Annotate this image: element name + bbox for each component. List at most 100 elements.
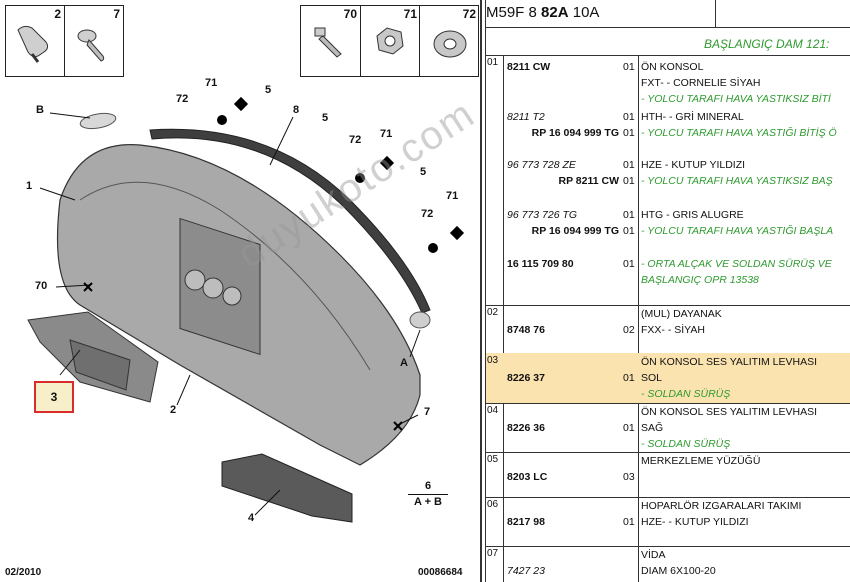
assembly-reference: 6 A + B <box>408 480 448 508</box>
part-quantity: 01 <box>623 422 635 434</box>
part-reference[interactable]: 16 115 709 80 <box>507 258 574 270</box>
part-description: (MUL) DAYANAK <box>641 308 722 320</box>
part-quantity: 01 <box>623 111 635 123</box>
part-reference[interactable]: 8748 76 <box>507 324 545 336</box>
part-quantity: 01 <box>623 127 635 139</box>
callout-label: 5 <box>322 112 329 124</box>
part-reference[interactable]: 8226 36 <box>507 422 545 434</box>
row-line: 96 773 726 TG 01 HTG - GRIS ALUGRE <box>486 209 850 224</box>
row-line: RP 8211 CW 01 - YOLCU TARAFI HAVA YASTIKSI… <box>486 175 850 190</box>
part-reference[interactable]: RP 8211 CW <box>558 175 619 187</box>
thumb-part-71[interactable]: 71 <box>360 6 420 76</box>
part-description: - YOLCU TARAFI HAVA YASTIĞI BAŞLA <box>641 225 834 237</box>
part-description: ÖN KONSOL <box>641 61 704 73</box>
part-description: FXX- - SİYAH <box>641 324 705 336</box>
part-description: FXT- - CORNELIE SİYAH <box>641 77 761 89</box>
row-index: 03 <box>487 355 499 366</box>
part-description: - YOLCU TARAFI HAVA YASTIKSIZ BAŞ <box>641 175 833 187</box>
part-quantity: 01 <box>623 258 635 270</box>
part-description: ÖN KONSOL SES YALITIM LEVHASI <box>641 406 818 418</box>
part-description: MERKEZLEME YÜZÜĞÜ <box>641 455 761 467</box>
part-reference[interactable]: 96 773 728 ZE <box>507 159 576 171</box>
part-description: ÖN KONSOL SES YALITIM LEVHASI <box>641 356 818 368</box>
part-description: SAĞ <box>641 422 664 434</box>
row-line: ÖN KONSOL SES YALITIM LEVHASI <box>486 356 850 371</box>
part-description: DIAM 6X100-20 <box>641 565 716 577</box>
row-line: - YOLCU TARAFI HAVA YASTIKSIZ BİTİ <box>486 93 850 108</box>
part-reference[interactable]: RP 16 094 999 TG <box>531 127 619 139</box>
parts-list-header: M59F 8 82A 10A <box>486 0 850 28</box>
row-line: ÖN KONSOL SES YALITIM LEVHASI <box>486 406 850 421</box>
part-reference[interactable]: 8211 CW <box>507 61 551 73</box>
part-reference[interactable]: 8217 98 <box>507 516 545 528</box>
callout-label: 1 <box>26 180 33 192</box>
part-description: - SOLDAN SÜRÜŞ <box>641 388 731 400</box>
thumb-part-7[interactable]: 7 <box>64 6 123 76</box>
diagram-date: 02/2010 <box>5 567 42 578</box>
fastener-thumbs-right: 70 71 72 <box>300 5 479 77</box>
callout-label: 8 <box>293 104 300 116</box>
row-line: RP 16 094 999 TG 01 - YOLCU TARAFI HAVA YA… <box>486 127 850 142</box>
header-divider <box>715 0 716 27</box>
row-line: HOPARLÖR IZGARALARI TAKIMI <box>486 500 850 515</box>
callout-label: 71 <box>205 77 218 89</box>
part-reference[interactable]: 96 773 726 TG <box>507 209 578 221</box>
thumb-number: 7 <box>113 7 120 21</box>
callout-label: 72 <box>349 134 362 146</box>
part-quantity: 01 <box>623 61 635 73</box>
diagram-code: 00086684 <box>418 567 463 578</box>
part-reference[interactable]: RP 16 094 999 TG <box>531 225 619 237</box>
screw-icon <box>77 29 105 62</box>
table-row[interactable]: 04 ÖN KONSOL SES YALITIM LEVHASI 8226 36 01… <box>486 403 850 453</box>
thumb-part-70[interactable]: 70 <box>301 6 360 76</box>
catalog-reference: M59F 8 82A 10A <box>486 4 599 21</box>
callout-label: 4 <box>248 512 255 524</box>
row-line: 8211 CW 01 ÖN KONSOL <box>486 61 850 76</box>
clip-icon <box>17 25 49 63</box>
part-description: HTH- - GRİ MINERAL <box>641 111 744 123</box>
callout-label: 72 <box>421 208 434 220</box>
part-description: HZE - KUTUP YILDIZI <box>641 159 746 171</box>
row-index: 07 <box>487 548 499 559</box>
callout-label: 71 <box>446 190 459 202</box>
part-quantity: 01 <box>623 175 635 187</box>
part-reference[interactable]: 8226 37 <box>507 372 545 384</box>
row-index: 06 <box>487 499 499 510</box>
row-line: VİDA <box>486 549 850 564</box>
callout-label: 5 <box>265 84 272 96</box>
part-quantity: 01 <box>623 159 635 171</box>
part-quantity: 01 <box>623 209 635 221</box>
assembly-ref-letters: A + B <box>408 494 448 508</box>
part-reference[interactable]: 8211 T2 <box>507 111 545 123</box>
row-index: 05 <box>487 454 499 465</box>
assembly-ref-number: 6 <box>424 480 432 492</box>
validity-text: BAŞLANGIÇ DAM 121: <box>704 37 830 51</box>
pane-divider <box>485 0 486 582</box>
column-divider <box>638 55 639 582</box>
thumb-part-72[interactable]: 72 <box>419 6 479 76</box>
table-row[interactable]: 05 MERKEZLEME YÜZÜĞÜ 8203 LC 03 <box>486 452 850 498</box>
selected-part-marker[interactable]: 3 <box>34 381 74 413</box>
part-reference[interactable]: 7427 23 <box>507 565 545 577</box>
part-reference[interactable]: 8203 LC <box>507 471 548 483</box>
part-description: - YOLCU TARAFI HAVA YASTIĞI BİTİŞ Ö <box>641 127 837 139</box>
row-index: 04 <box>487 405 499 416</box>
part-description: - SOLDAN SÜRÜŞ <box>641 438 731 450</box>
catalog-group: 82A <box>541 4 569 21</box>
part-description: - YOLCU TARAFI HAVA YASTIKSIZ BİTİ <box>641 93 831 105</box>
thumb-part-2[interactable]: 2 <box>6 6 64 76</box>
callout-label: 5 <box>420 166 427 178</box>
callout-label: 7 <box>424 406 431 418</box>
catalog-prefix: M59F 8 <box>486 4 542 21</box>
part-quantity: 03 <box>623 471 635 483</box>
table-row[interactable]: 01 8211 CW 01 ÖN KONSOL FXT- - CORNELIE SİYA… <box>486 55 850 306</box>
part-description: HTG - GRIS ALUGRE <box>641 209 744 221</box>
